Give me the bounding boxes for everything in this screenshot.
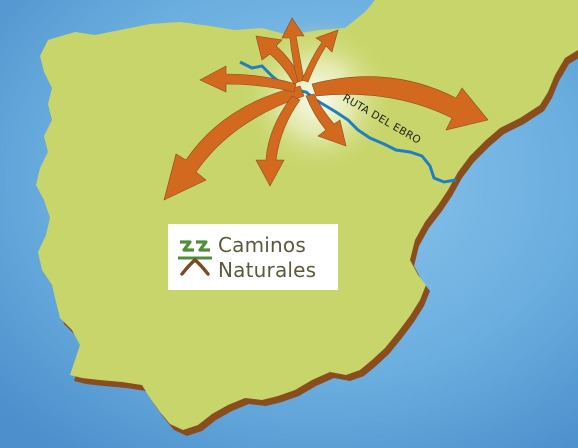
- arrow-icon: [301, 29, 339, 83]
- arrow-icon: [255, 95, 301, 187]
- arrow-icon: [311, 76, 489, 131]
- caminos-naturales-logo: Caminos Naturales: [168, 224, 338, 290]
- arrow-icon: [255, 35, 303, 85]
- logo-text-line2: Naturales: [218, 258, 317, 282]
- arrows: [163, 17, 489, 201]
- arrow-icon: [305, 93, 347, 147]
- arrow-icon: [281, 17, 305, 83]
- logo-text-line1: Caminos: [218, 233, 306, 257]
- arrow-icon: [199, 65, 297, 93]
- arrow-icon: [163, 85, 305, 201]
- caminos-naturales-logo-icon: [178, 240, 212, 276]
